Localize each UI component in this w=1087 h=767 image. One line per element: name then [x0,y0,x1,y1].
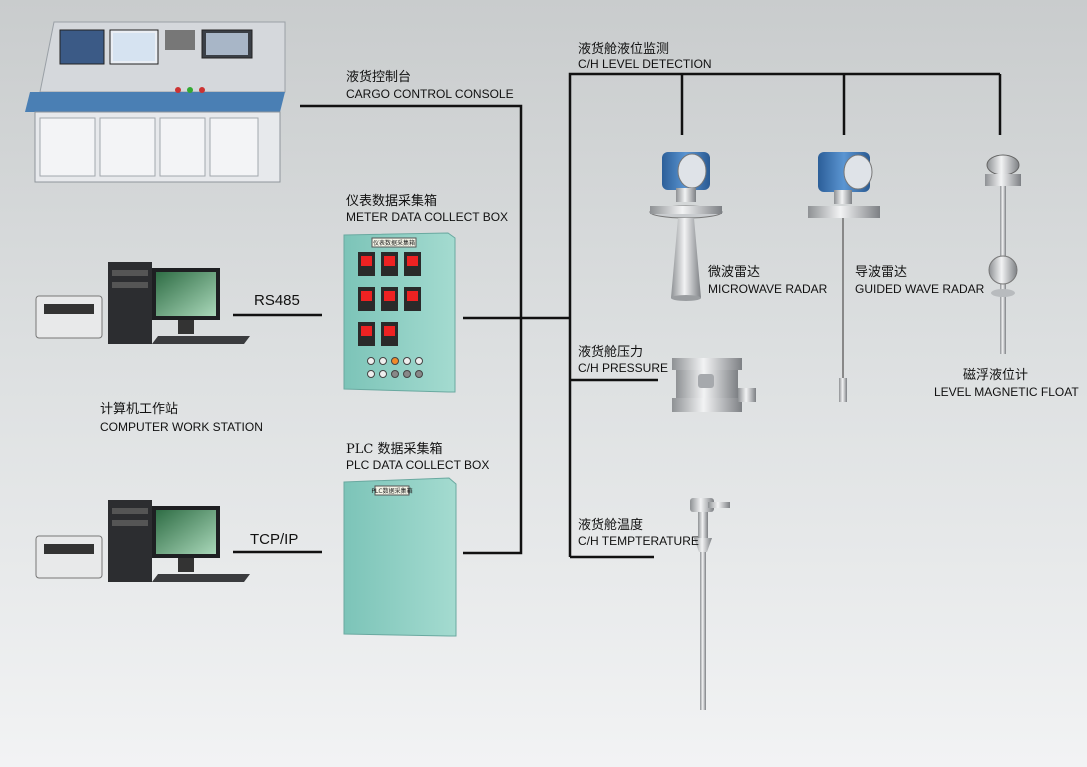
microwave-radar-label-zh: 微波雷达 [708,265,761,280]
level-detection-label-zh: 液货舱液位监测 [578,42,670,57]
guided-wave-radar-label-zh: 导波雷达 [855,265,908,280]
guided-wave-radar-device [808,152,880,402]
plc-box-label-en: PLC DATA COLLECT BOX [346,458,490,472]
meter-box-plate: 仪表数据采集箱 [373,239,415,247]
meter-box-label-zh: 仪表数据采集箱 [346,194,438,209]
console-bus-line [300,104,523,555]
sensor-trunk-line [568,72,1000,557]
cargo-console-label-zh: 液货控制台 [346,70,412,85]
cargo-control-console [25,21,286,183]
magnetic-float-label-en: LEVEL MAGNETIC FLOAT [934,385,1079,399]
workstation-label-zh: 计算机工作站 [100,402,179,417]
meter-data-collect-box: 仪表数据采集箱 [343,232,456,393]
microwave-radar-label-en: MICROWAVE RADAR [708,282,828,296]
workstation-top [35,262,250,344]
temperature-sensor-device [690,498,730,710]
pressure-label-zh: 液货舱压力 [578,345,644,360]
plc-data-collect-box: PLC数据采集箱 [343,477,457,637]
level-magnetic-float-device [985,154,1021,354]
meter-box-label-en: METER DATA COLLECT BOX [346,210,509,224]
cargo-console-label-en: CARGO CONTROL CONSOLE [346,87,514,101]
workstation-label-en: COMPUTER WORK STATION [100,420,263,434]
rs485-link-label: RS485 [254,292,300,309]
plc-box-label-zh: PLC 数据采集箱 [346,442,443,457]
guided-wave-radar-label-en: GUIDED WAVE RADAR [855,282,985,296]
connection-lines [233,72,1002,559]
pressure-transmitter-device [672,358,756,412]
temperature-label-zh: 液货舱温度 [578,518,644,533]
temperature-label-en: C/H TEMPTERATURE [578,534,699,548]
workstation-bottom [35,500,250,582]
tcpip-link-label: TCP/IP [250,531,299,548]
microwave-radar-device [649,152,723,301]
plc-box-plate: PLC数据采集箱 [371,487,412,495]
magnetic-float-label-zh: 磁浮液位计 [963,368,1029,383]
level-detection-label-en: C/H LEVEL DETECTION [578,57,712,71]
pressure-label-en: C/H PRESSURE [578,361,669,375]
